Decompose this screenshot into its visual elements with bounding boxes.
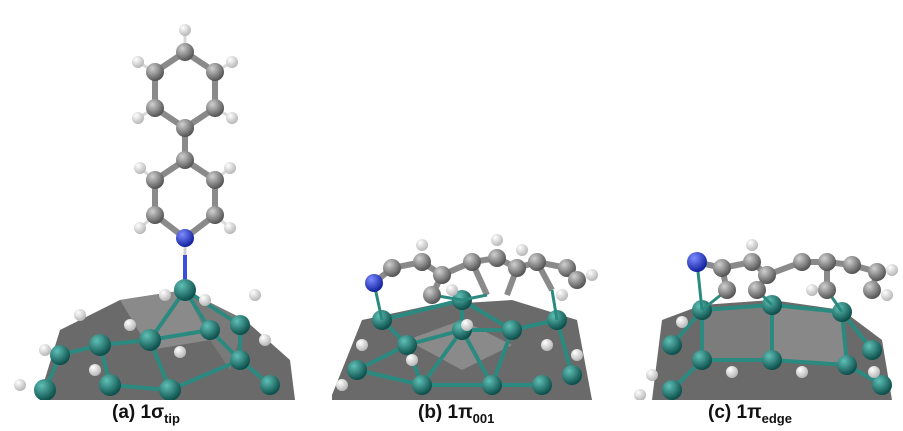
metal-atoms [34, 279, 280, 400]
caption-c-subscript: edge [761, 411, 792, 426]
caption-b-symbol: π [458, 402, 473, 423]
caption-a-subscript: tip [164, 411, 180, 426]
caption-c: (c) 1πedge [708, 402, 792, 426]
caption-b-subscript: 001 [472, 411, 495, 426]
metal-atoms [662, 295, 892, 400]
nitrogen-atom [687, 252, 707, 272]
hydrogen-atoms [14, 289, 271, 391]
render-sigma-tip [14, 24, 295, 400]
molecule-panel-c-pi-edge [612, 0, 903, 400]
carbon-atoms [383, 249, 586, 304]
molecule-panel-a-sigma-tip [0, 0, 300, 400]
caption-b: (b) 1π001 [418, 402, 495, 426]
nitrogen-atom [176, 229, 194, 247]
render-pi-001 [332, 234, 598, 400]
carbon-bonds [152, 48, 218, 242]
nitrogen-atom [365, 274, 383, 292]
caption-a-prefix: (a) 1 [112, 402, 152, 423]
molecule-panel-b-pi-001 [312, 0, 612, 400]
caption-a: (a) 1σtip [112, 402, 180, 426]
caption-c-symbol: π [747, 402, 762, 423]
carbon-atoms [146, 43, 224, 224]
carbon-atoms [713, 253, 886, 299]
hydrogen-atoms [634, 316, 880, 400]
render-pi-edge [634, 239, 898, 400]
caption-c-prefix: (c) 1 [708, 402, 748, 423]
caption-a-symbol: σ [151, 402, 165, 423]
caption-b-prefix: (b) 1 [418, 402, 459, 423]
hydrogen-atoms [336, 319, 583, 391]
